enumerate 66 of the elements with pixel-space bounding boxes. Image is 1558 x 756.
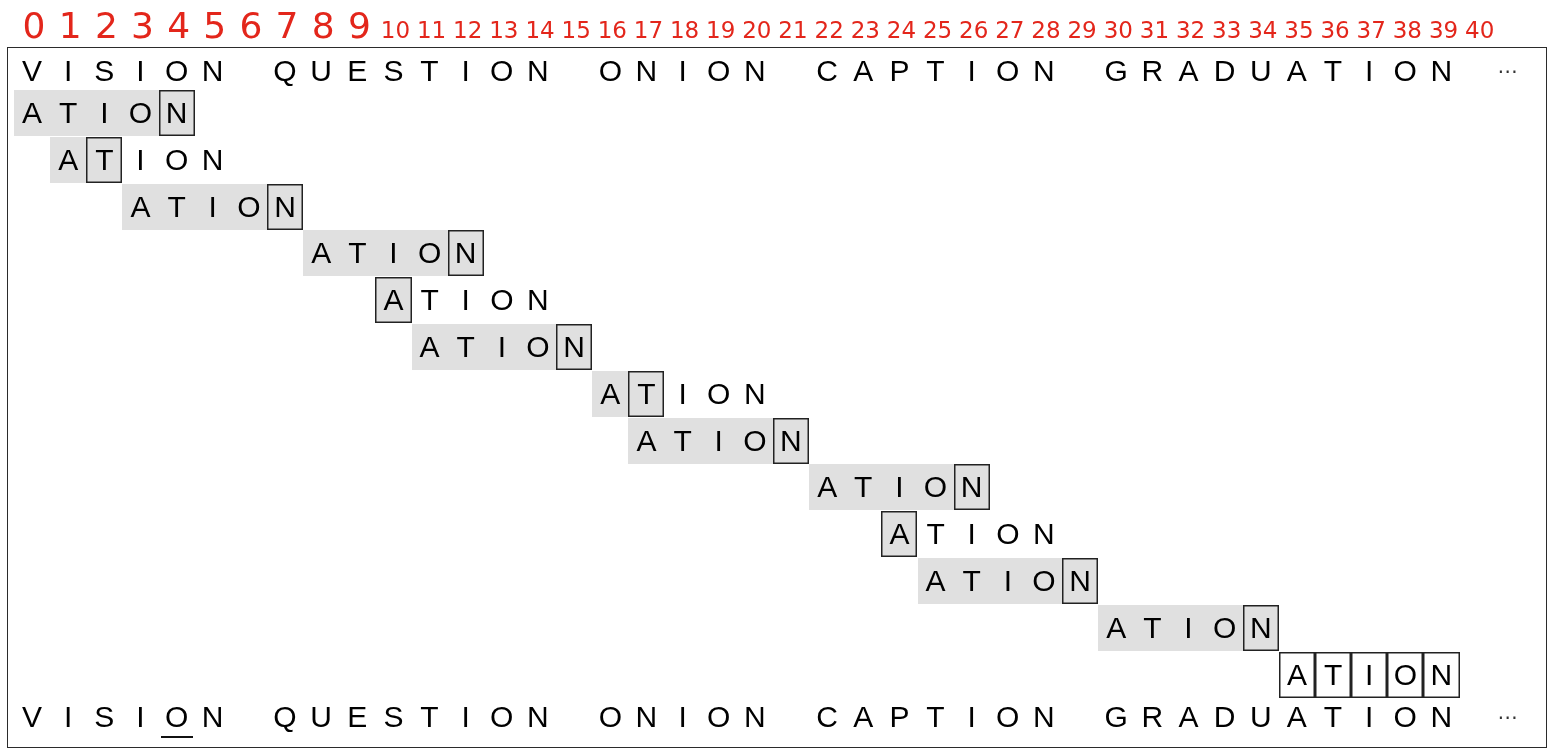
column-index: 23 [849,18,881,42]
pattern-string: A T I O N [917,558,1099,604]
column-index: 9 [346,8,372,45]
column-index: 19 [705,18,737,42]
text-string: Q U E S T I O N [272,56,550,86]
column-index: 17 [632,18,665,42]
column-index: 4 [166,8,192,45]
column-index: 12 [452,18,484,42]
column-index: 7 [274,8,300,45]
pattern-string: A T I O N [375,277,556,324]
column-index: 26 [958,18,990,42]
column-index: 24 [885,18,918,42]
text-string: Q U E S T I O N [272,702,550,732]
column-index: 15 [560,18,592,42]
column-index: 1 [57,8,83,45]
column-index: 11 [415,18,448,42]
pattern-string: A T I O N [592,370,773,417]
column-index: 35 [1283,18,1315,42]
column-index: 6 [238,8,264,45]
text-string: G R A D U A T I O N [1103,56,1454,86]
column-index: 16 [596,18,628,42]
pattern-string: A T I O N [122,183,304,230]
column-index: 28 [1030,18,1062,42]
column-index: 8 [310,8,336,45]
column-index: 33 [1211,18,1243,42]
column-index: 10 [379,18,412,42]
column-index: 31 [1138,18,1171,42]
ellipsis-text: ⋯ [1497,704,1518,731]
column-index: 38 [1391,18,1423,42]
column-index: 34 [1247,18,1279,42]
column-index: 2 [93,8,119,45]
column-index: 13 [488,18,520,42]
pattern-string: A T I O N [1278,651,1460,698]
pattern-string: A T I O N [411,324,593,370]
text-string: V I S I O N [21,56,225,86]
text-string: C A P T I O N [815,702,1056,732]
column-index: 18 [668,18,701,42]
column-index: 22 [813,18,845,42]
column-index: 14 [524,18,556,42]
column-index: 25 [921,18,954,42]
text-string: C A P T I O N [815,56,1056,86]
column-index: 5 [202,8,228,45]
column-index: 40 [1464,18,1496,42]
text-string: O N I O N [597,56,767,86]
column-index: 29 [1066,18,1098,42]
pattern-string: A T I O N [809,464,990,511]
text-string: G R A D U A T I O N [1103,702,1454,732]
ellipsis-text: ⋯ [1497,58,1518,85]
column-index: 0 [21,8,47,45]
column-index: 27 [994,18,1026,42]
pattern-string: A T I O N [303,230,484,277]
column-index: 32 [1174,18,1207,42]
pattern-string: A T I O N [14,90,195,136]
column-index: 21 [777,18,809,42]
pattern-string: A T I O N [628,417,809,464]
pattern-string: A T I O N [1098,604,1279,651]
column-index: 20 [741,18,773,42]
column-index: 3 [130,8,155,45]
column-index: 37 [1355,18,1387,42]
pattern-string: A T I O N [50,136,231,183]
text-string: V I S I O N [21,702,225,732]
column-index: 39 [1427,18,1460,42]
column-index: 36 [1319,18,1351,42]
text-string: O N I O N [597,702,767,732]
column-index: 30 [1102,18,1134,42]
pattern-string: A T I O N [881,511,1062,558]
